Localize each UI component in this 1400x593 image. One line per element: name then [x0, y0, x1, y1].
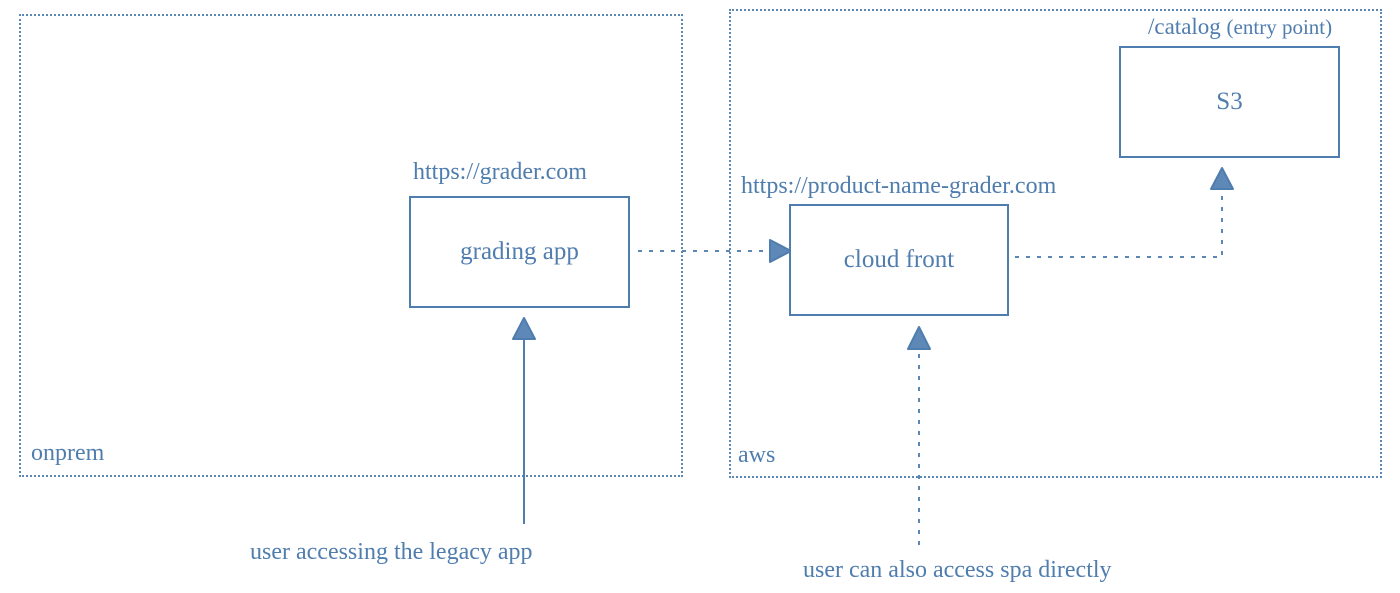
aws-container	[729, 9, 1382, 478]
cloud-front-url: https://product-name-grader.com	[741, 173, 1057, 199]
arrowhead-into-cloud-front-from-user	[907, 326, 931, 350]
grading-app-url: https://grader.com	[413, 159, 587, 185]
cloud-front-label: cloud front	[843, 246, 955, 273]
onprem-container	[19, 14, 683, 477]
arrowhead-into-s3	[1210, 167, 1234, 190]
s3-label: S3	[1216, 88, 1243, 115]
cloud-front-box: cloud front	[789, 204, 1009, 316]
arrowhead-into-cloud-front	[769, 239, 792, 263]
legacy-user-label: user accessing the legacy app	[250, 539, 533, 565]
arrowhead-into-grading-app	[512, 317, 536, 340]
grading-app-label: grading app	[460, 238, 579, 265]
edge-cloud-front-to-s3	[1015, 192, 1223, 258]
s3-route: /catalog (entry point)	[1148, 15, 1332, 38]
spa-user-label: user can also access spa directly	[803, 557, 1112, 583]
s3-route-path: /catalog	[1148, 14, 1221, 39]
s3-box: S3	[1119, 46, 1340, 158]
onprem-label: onprem	[31, 440, 105, 466]
aws-label: aws	[738, 442, 776, 468]
s3-route-note: (entry point)	[1226, 15, 1333, 39]
grading-app-box: grading app	[409, 196, 630, 308]
